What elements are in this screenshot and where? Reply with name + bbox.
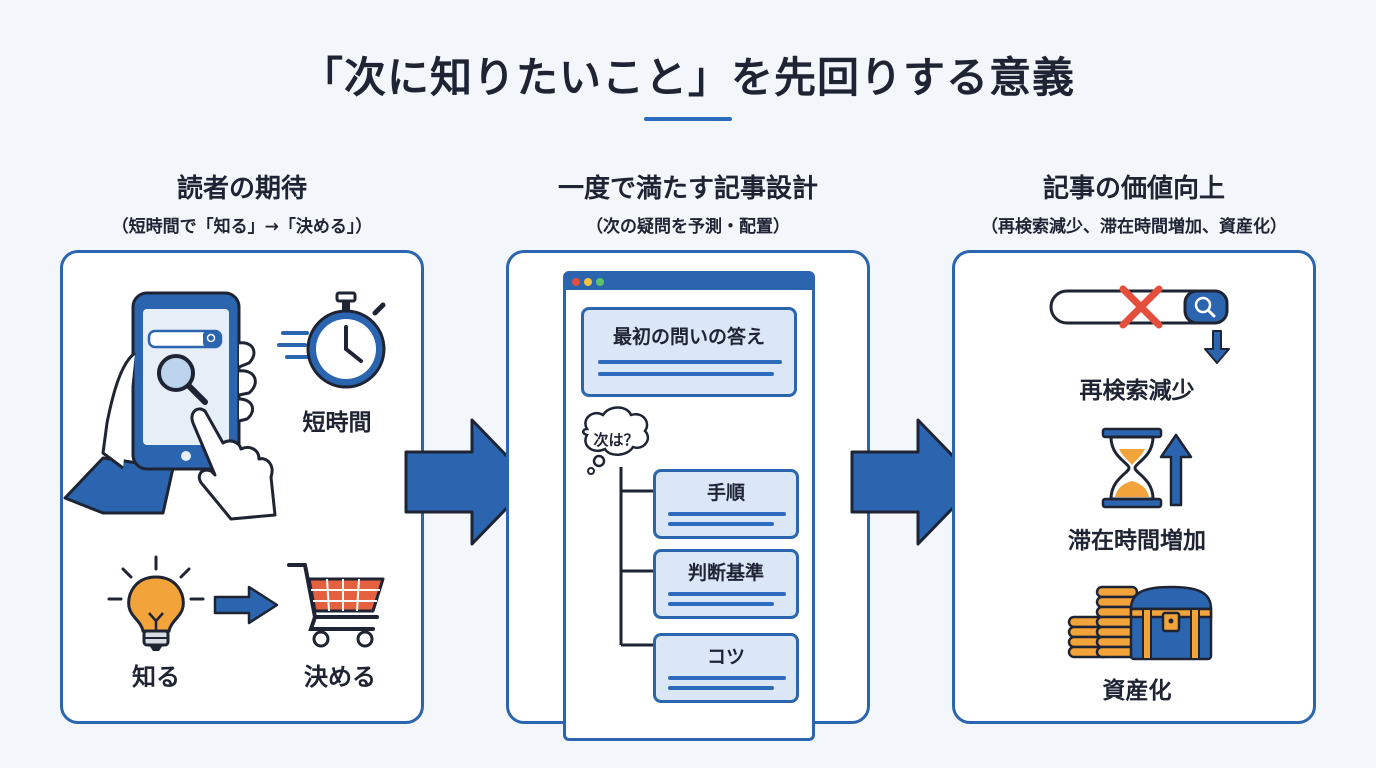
panel-reader-expectation: 短時間 知る 決める [60,250,424,724]
column-2-heading: 一度で満たす記事設計 [557,174,818,204]
label-short-time: 短時間 [302,410,372,436]
card-criteria: 判断基準 [653,549,799,619]
tree-connector [619,467,655,647]
column-3-heading: 記事の価値向上 [1042,174,1225,204]
text-line [668,676,786,680]
browser-titlebar [566,274,812,290]
bubble-text: 次は？ [593,431,639,449]
column-1-heading: 読者の期待 [176,174,307,204]
column-1-subheading: （短時間で「知る」→「決める」） [111,217,373,237]
label-know: 知る [132,663,180,691]
search-cancel-icon [1049,285,1230,364]
window-minimize-dot [584,278,592,286]
text-line [668,512,786,516]
card-tips: コツ [653,633,799,703]
flow-arrow-2-icon [850,418,980,546]
first-answer-title: 最初の問いの答え [612,326,765,348]
coins-treasure-icon [1067,585,1213,661]
card-tips-title: コツ [706,646,745,668]
first-answer-card: 最初の問いの答え [581,307,797,397]
thought-bubble-icon [582,406,650,475]
label-longer-stay: 滞在時間増加 [1068,528,1206,554]
card-steps-title: 手順 [706,482,745,504]
label-asset: 資産化 [1102,678,1172,704]
arrow-right-icon [213,585,279,625]
text-line [668,592,786,596]
shopping-cart-icon [287,563,385,648]
page-title: 「次に知りたいこと」を先回りする意義 [300,53,1075,102]
column-3-subheading: （再検索減少、滞在時間増加、資産化） [981,217,1287,237]
flow-arrow-1-icon [404,418,534,546]
text-line [598,360,782,364]
label-fewer-searches: 再検索減少 [1079,378,1195,404]
window-maximize-dot [596,278,604,286]
text-line [598,372,774,376]
label-decide: 決める [304,663,376,691]
card-criteria-title: 判断基準 [687,562,764,584]
card-steps: 手順 [653,469,799,539]
panel-article-design: 最初の問いの答え 次は？ 手順 判断基準 コツ [506,250,870,741]
hourglass-up-icon [1101,427,1193,509]
smartphone-search-icon [63,291,277,521]
column-2-subheading: （次の疑問を予測・配置） [586,217,790,237]
text-line [668,522,774,526]
text-line [668,686,774,690]
stopwatch-icon [277,291,386,389]
panel-article-value: 再検索減少 滞在時間増加 資産化 [952,250,1316,724]
window-close-dot [572,278,580,286]
text-line [668,602,774,606]
title-underline [644,117,732,121]
lightbulb-icon [107,555,205,651]
